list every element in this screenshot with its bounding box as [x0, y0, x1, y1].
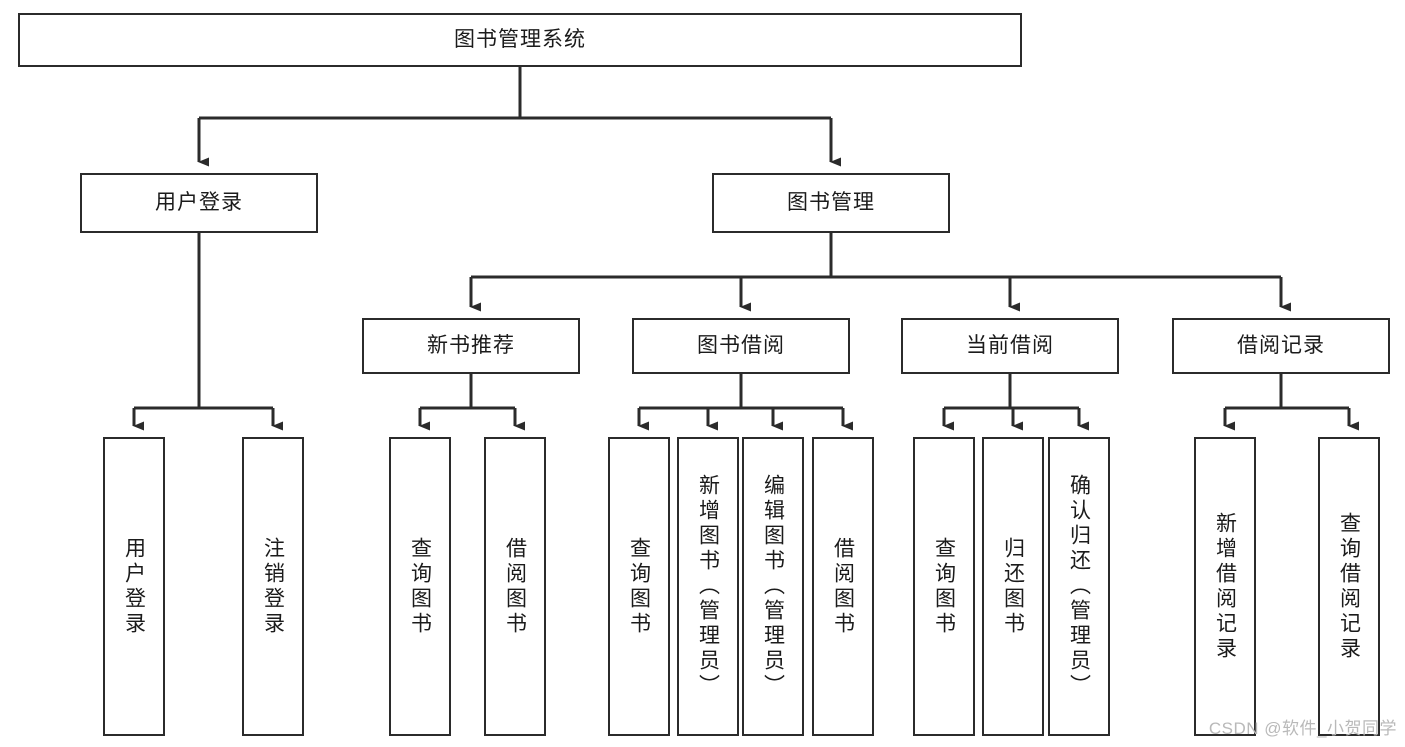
node-bookmg[interactable]: 图书管理 — [712, 173, 950, 233]
leaf-node-leaf-edit-book[interactable]: 编辑图书（管理员） — [742, 437, 804, 736]
node-label: 用户登录 — [155, 191, 243, 215]
node-label: 借阅图书 — [503, 536, 527, 637]
leaf-node-leaf-add-book[interactable]: 新增图书（管理员） — [677, 437, 739, 736]
leaf-node-leaf-return-book[interactable]: 归还图书 — [982, 437, 1044, 736]
node-label: 查询借阅记录 — [1337, 511, 1361, 662]
node-label: 新增借阅记录 — [1213, 511, 1237, 662]
node-label: 借阅记录 — [1237, 334, 1325, 358]
leaf-node-leaf-query-record[interactable]: 查询借阅记录 — [1318, 437, 1380, 736]
leaf-node-leaf-query-book-3[interactable]: 查询图书 — [913, 437, 975, 736]
node-label: 编辑图书（管理员） — [761, 474, 785, 699]
node-label: 新增图书（管理员） — [696, 474, 720, 699]
node-current[interactable]: 当前借阅 — [901, 318, 1119, 374]
node-label: 查询图书 — [932, 536, 956, 637]
leaf-node-leaf-confirm-return[interactable]: 确认归还（管理员） — [1048, 437, 1110, 736]
node-borrow[interactable]: 图书借阅 — [632, 318, 850, 374]
root-node-root[interactable]: 图书管理系统 — [18, 13, 1022, 67]
node-label: 当前借阅 — [966, 334, 1054, 358]
node-label: 查询图书 — [408, 536, 432, 637]
node-label: 用户登录 — [122, 536, 146, 637]
node-label: 图书管理 — [787, 191, 875, 215]
node-login[interactable]: 用户登录 — [80, 173, 318, 233]
leaf-node-leaf-user-login[interactable]: 用户登录 — [103, 437, 165, 736]
node-newbook[interactable]: 新书推荐 — [362, 318, 580, 374]
node-label: 确认归还（管理员） — [1067, 474, 1091, 699]
leaf-node-leaf-add-record[interactable]: 新增借阅记录 — [1194, 437, 1256, 736]
leaf-node-leaf-logout[interactable]: 注销登录 — [242, 437, 304, 736]
leaf-node-leaf-query-book-2[interactable]: 查询图书 — [608, 437, 670, 736]
node-label: 新书推荐 — [427, 334, 515, 358]
leaf-node-leaf-query-book-1[interactable]: 查询图书 — [389, 437, 451, 736]
node-label: 查询图书 — [627, 536, 651, 637]
node-label: 图书借阅 — [697, 334, 785, 358]
node-label: 归还图书 — [1001, 536, 1025, 637]
watermark-text: CSDN @软件_小贺同学 — [1208, 719, 1397, 738]
node-records[interactable]: 借阅记录 — [1172, 318, 1390, 374]
node-label: 注销登录 — [261, 536, 285, 637]
leaf-node-leaf-borrow-book-2[interactable]: 借阅图书 — [812, 437, 874, 736]
node-label: 借阅图书 — [831, 536, 855, 637]
leaf-node-leaf-borrow-book-1[interactable]: 借阅图书 — [484, 437, 546, 736]
node-label: 图书管理系统 — [454, 28, 586, 52]
